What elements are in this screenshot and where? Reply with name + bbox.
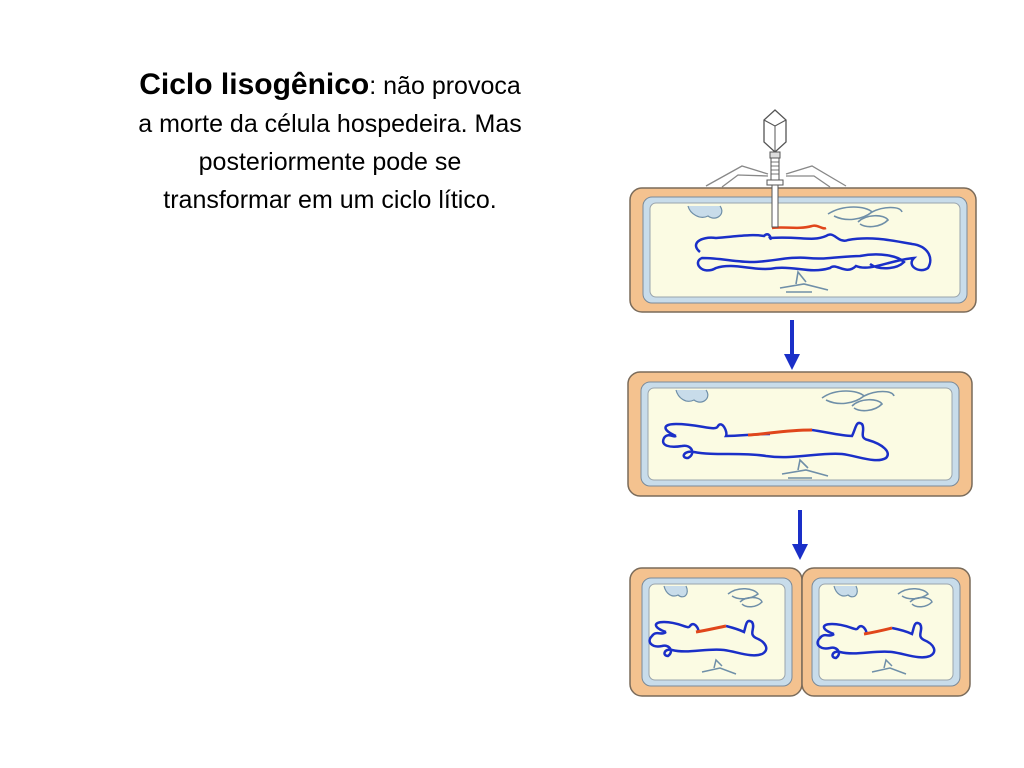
plasmid-coils <box>727 588 763 608</box>
cytoplasm <box>647 387 953 481</box>
bacterial-dna <box>816 621 936 660</box>
stage-cell-division <box>629 567 971 697</box>
caption-text: Ciclo lisogênico: não provoca a morte da… <box>50 66 610 219</box>
caption-line-3: posteriormente pode se <box>198 148 462 176</box>
prophage-dna <box>747 428 813 437</box>
cytoplasm <box>818 583 954 681</box>
daughter-cell-left <box>629 567 803 697</box>
daughter-cell-right <box>801 567 971 697</box>
caption-line1-rest: : não provoca <box>369 72 521 100</box>
ribosome-cluster <box>871 658 907 675</box>
ribosome-cluster <box>779 270 829 293</box>
caption-line-4: transformar em um ciclo lítico. <box>163 186 497 214</box>
phage-tail <box>770 157 780 181</box>
phage-dna-injected <box>771 224 827 230</box>
arrow-down-2 <box>792 510 808 560</box>
phage-collar <box>769 151 781 159</box>
stage-phage-injection <box>629 109 977 313</box>
ribosome-cluster <box>701 658 737 675</box>
bacterial-dna <box>648 619 768 658</box>
bacteriophage <box>763 109 787 228</box>
plasmid-coils <box>897 588 933 608</box>
stage-prophage-integration <box>627 371 973 497</box>
ribosome-cluster <box>781 458 829 479</box>
prophage-dna <box>695 624 727 634</box>
bacterial-dna <box>694 233 932 272</box>
mesosome <box>675 389 709 403</box>
caption-line-1: Ciclo lisogênico: não provoca <box>50 66 610 105</box>
cytoplasm <box>648 583 786 681</box>
plasmid-coils <box>827 206 903 228</box>
plasmid-coils <box>821 390 895 412</box>
caption-term: Ciclo lisogênico <box>139 68 370 101</box>
phage-injection-tube <box>771 184 779 228</box>
mesosome <box>663 585 688 598</box>
lysogenic-cycle-diagram <box>627 109 977 697</box>
arrow-down-1 <box>784 320 800 370</box>
prophage-dna <box>863 626 893 636</box>
phage-tail-fibers <box>705 165 847 188</box>
phage-baseplate <box>766 179 784 186</box>
bacterial-dna <box>661 421 889 462</box>
mesosome <box>687 205 723 219</box>
caption-line-2: a morte da célula hospedeira. Mas <box>138 110 522 138</box>
cytoplasm <box>649 202 961 298</box>
mesosome <box>833 585 858 598</box>
